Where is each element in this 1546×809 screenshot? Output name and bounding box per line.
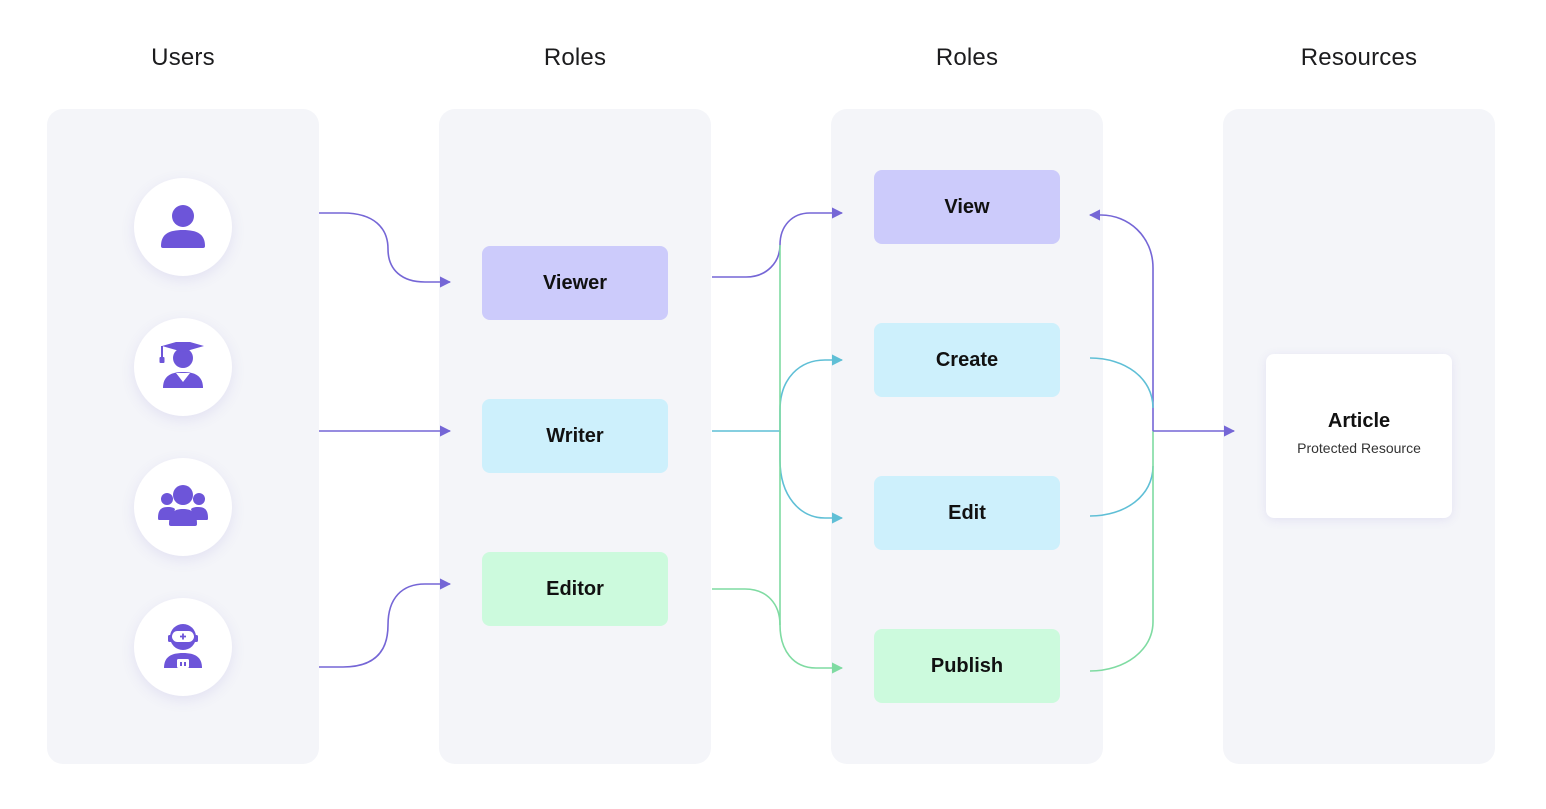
editor-to-publish-line <box>712 588 844 674</box>
edit-to-article-line <box>1089 465 1154 517</box>
view-return-line <box>1088 209 1154 431</box>
role-editor: Editor <box>482 552 668 626</box>
resources-column-title: Resources <box>1300 44 1418 71</box>
writer-to-edit-line <box>779 431 844 524</box>
roles-column-title: Roles <box>543 44 607 71</box>
user-icon <box>161 205 205 248</box>
writer-to-create-line <box>712 354 844 432</box>
article-subtitle: Protected Resource <box>1297 440 1421 456</box>
permission-edit: Edit <box>874 476 1060 550</box>
user-avatar-4 <box>134 598 232 696</box>
user-avatar-1 <box>134 178 232 276</box>
viewer-to-view-line <box>712 207 844 278</box>
permission-create: Create <box>874 323 1060 397</box>
publish-to-article-line <box>1089 431 1154 672</box>
permissions-column-title: Roles <box>935 44 999 71</box>
article-resource-card: Article Protected Resource <box>1266 354 1452 518</box>
create-to-article-line <box>1089 357 1154 409</box>
group-icon <box>158 485 208 526</box>
permission-publish: Publish <box>874 629 1060 703</box>
user1-to-viewer-line <box>319 212 452 288</box>
graduate-icon <box>159 342 204 388</box>
users-column-title: Users <box>151 44 215 71</box>
robot-icon <box>164 624 202 668</box>
user4-to-editor-line <box>319 578 452 668</box>
permission-view: View <box>874 170 1060 244</box>
article-title: Article <box>1327 410 1391 432</box>
user-avatar-3 <box>134 458 232 556</box>
role-writer: Writer <box>482 399 668 473</box>
user-avatar-2 <box>134 318 232 416</box>
role-viewer: Viewer <box>482 246 668 320</box>
